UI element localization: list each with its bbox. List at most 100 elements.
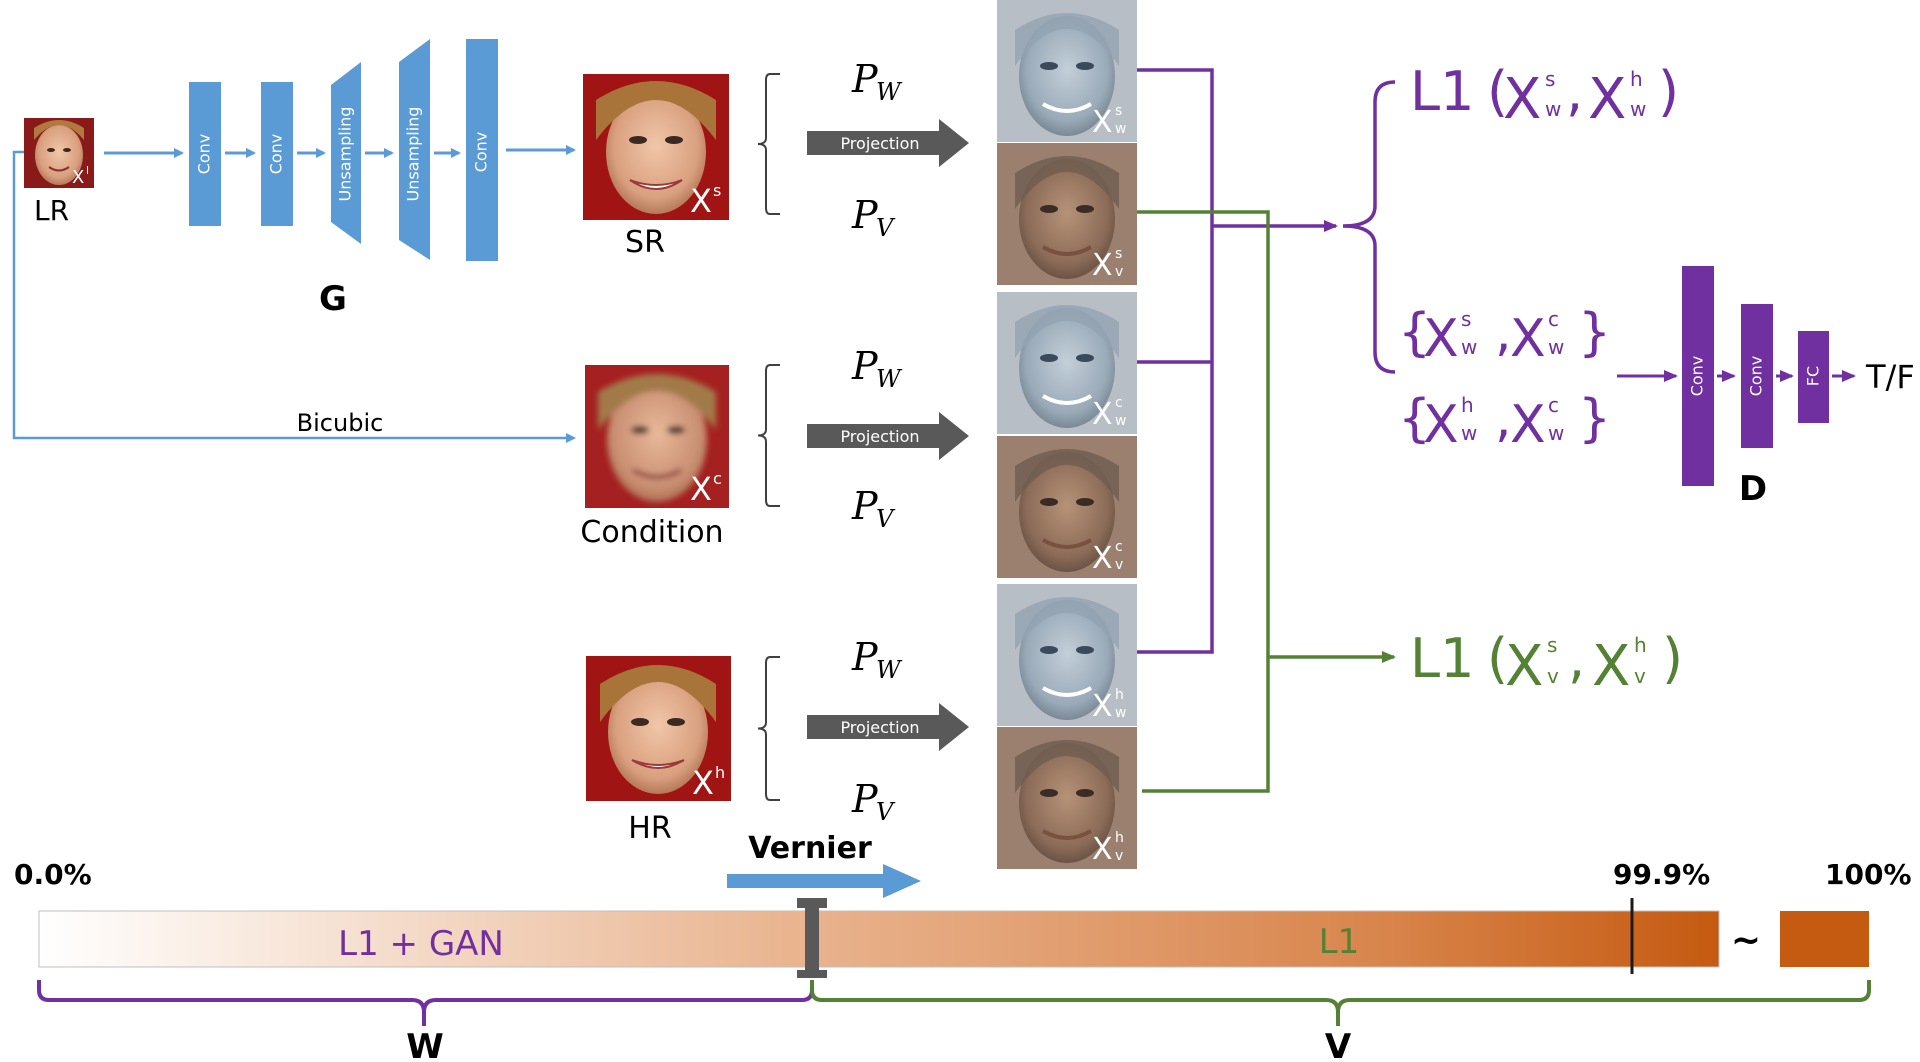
right-region-label: L1 bbox=[1319, 922, 1360, 962]
vernier-arrow bbox=[727, 864, 921, 898]
weight-bar bbox=[38, 910, 1720, 968]
svg-text:W: W bbox=[876, 656, 903, 684]
lr-label: LR bbox=[34, 194, 69, 227]
svg-text:v: v bbox=[1115, 848, 1123, 864]
svg-text:Conv: Conv bbox=[195, 134, 214, 175]
svg-text:X: X bbox=[1592, 634, 1630, 699]
generator-upsampling-block-1: Unsampling bbox=[331, 62, 361, 244]
v-bracket bbox=[810, 980, 1871, 1026]
svg-text:X: X bbox=[72, 167, 84, 188]
svg-text:,: , bbox=[1495, 389, 1512, 449]
svg-text:{: { bbox=[1398, 389, 1431, 449]
svg-text:Projection: Projection bbox=[840, 718, 919, 737]
hr-label: HR bbox=[628, 811, 671, 846]
projection-brace bbox=[757, 656, 780, 801]
discriminator-section: Conv Conv FC T/F D bbox=[1617, 266, 1915, 509]
svg-text:s: s bbox=[713, 181, 721, 200]
svg-text:h: h bbox=[1630, 67, 1643, 91]
svg-text:): ) bbox=[1658, 60, 1679, 123]
svg-text:X: X bbox=[1092, 541, 1113, 576]
svg-text:s: s bbox=[1461, 307, 1471, 331]
mark-percent: 99.9% bbox=[1613, 858, 1710, 891]
projection-brace bbox=[757, 364, 780, 507]
pw-label: P bbox=[851, 57, 879, 101]
svg-text:X: X bbox=[1510, 395, 1546, 455]
svg-text:X: X bbox=[1423, 395, 1459, 455]
svg-text:X: X bbox=[1092, 397, 1113, 432]
svg-text:Conv: Conv bbox=[472, 132, 491, 173]
svg-text:X: X bbox=[1423, 309, 1459, 369]
pv-label: P bbox=[851, 484, 879, 528]
svg-text:s: s bbox=[1547, 633, 1557, 657]
svg-text:X: X bbox=[690, 182, 712, 220]
discriminator-fc-block bbox=[1798, 331, 1829, 423]
discriminator-pair-2: { X h w , X c w } bbox=[1398, 389, 1611, 455]
svg-text:Conv: Conv bbox=[267, 134, 286, 175]
svg-text:c: c bbox=[1115, 539, 1123, 555]
generator-conv-block-1: Conv bbox=[189, 82, 221, 226]
svg-text:w: w bbox=[1548, 335, 1564, 359]
svg-text:X: X bbox=[690, 470, 712, 508]
condition-face-image: X c bbox=[585, 365, 729, 508]
vernier-label: Vernier bbox=[748, 831, 872, 866]
pv-label: P bbox=[851, 777, 879, 821]
discriminator-output: T/F bbox=[1865, 358, 1915, 396]
discriminator-conv-block-1 bbox=[1682, 266, 1714, 486]
bicubic-label: Bicubic bbox=[297, 409, 384, 437]
start-percent: 0.0% bbox=[14, 858, 92, 891]
svg-text:X: X bbox=[1092, 689, 1113, 724]
svg-text:w: w bbox=[1630, 97, 1646, 121]
vernier-slider-handle[interactable] bbox=[797, 898, 827, 978]
w-connection-lines bbox=[1137, 68, 1338, 654]
condition-label: Condition bbox=[580, 515, 723, 550]
svg-text:h: h bbox=[1634, 633, 1647, 657]
svg-text:L1: L1 bbox=[1410, 60, 1474, 123]
generator-section: X l LR Conv Conv Unsampling Unsampling bbox=[12, 39, 576, 443]
svg-text:v: v bbox=[1115, 264, 1123, 280]
w-bracket bbox=[37, 980, 814, 1026]
svg-text:w: w bbox=[1548, 421, 1564, 445]
left-region-label: L1 + GAN bbox=[338, 924, 504, 964]
svg-text:l: l bbox=[86, 164, 89, 177]
svg-text:Conv: Conv bbox=[1747, 356, 1766, 397]
sr-face-image: X s bbox=[583, 74, 729, 220]
svg-text:w: w bbox=[1545, 97, 1561, 121]
svg-text:s: s bbox=[1115, 103, 1122, 119]
projection-section: PWPVProjectionPWPVProjectionPWPVProjecti… bbox=[757, 57, 969, 826]
svg-text:Conv: Conv bbox=[1688, 356, 1707, 397]
svg-text:X: X bbox=[1092, 248, 1113, 283]
svg-text:X: X bbox=[1092, 832, 1113, 867]
l1-v-loss: L1 ( X s v , X h v ) bbox=[1410, 627, 1683, 699]
svg-text:{: { bbox=[1398, 303, 1431, 363]
svg-text:X: X bbox=[1510, 309, 1546, 369]
v-connection-lines bbox=[1137, 210, 1396, 793]
svg-text:w: w bbox=[1115, 121, 1126, 137]
pw-label: P bbox=[851, 635, 879, 679]
pv-label: P bbox=[851, 193, 879, 237]
svg-text:(: ( bbox=[1487, 60, 1508, 123]
svg-text:W: W bbox=[876, 78, 903, 106]
svg-text:L1: L1 bbox=[1410, 627, 1474, 690]
svg-text:X: X bbox=[1503, 67, 1541, 132]
svg-text:}: } bbox=[1578, 303, 1611, 363]
svg-text:h: h bbox=[1115, 830, 1124, 846]
svg-text:X: X bbox=[1505, 634, 1543, 699]
svg-text:v: v bbox=[1115, 557, 1123, 573]
svg-text:h: h bbox=[1461, 393, 1474, 417]
pw-label: P bbox=[851, 344, 879, 388]
sr-label: SR bbox=[625, 225, 665, 260]
svg-text:Projection: Projection bbox=[840, 134, 919, 153]
projection-arrow: Projection bbox=[807, 119, 969, 167]
projection-brace bbox=[757, 73, 780, 215]
svg-text:c: c bbox=[1548, 393, 1559, 417]
svg-text:,: , bbox=[1495, 303, 1512, 363]
